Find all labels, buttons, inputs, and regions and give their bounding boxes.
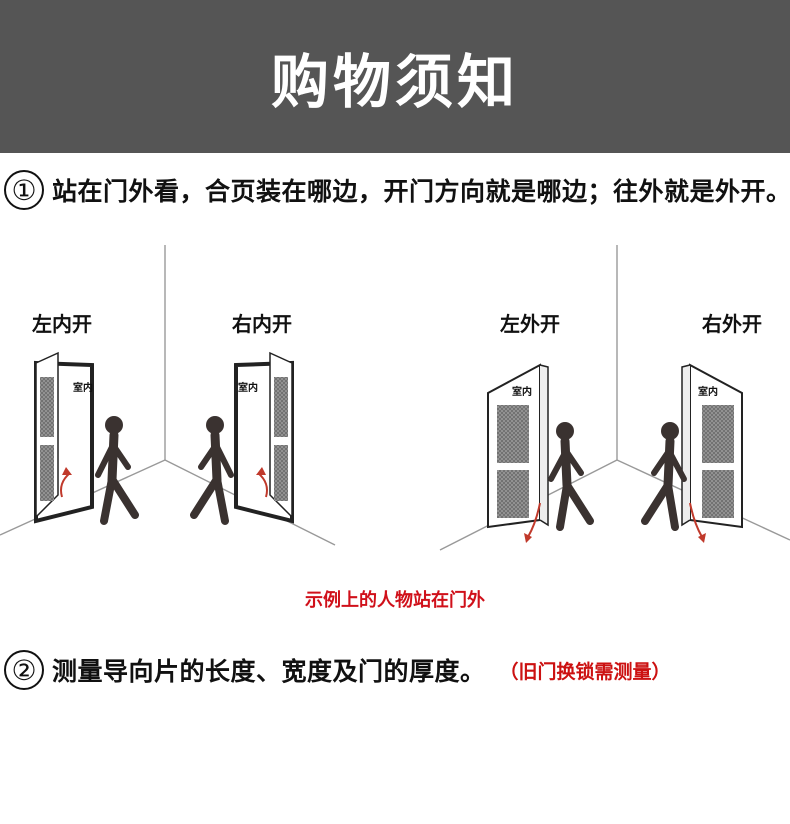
door-label-3: 左外开 [500, 312, 560, 336]
step-1-number: ① [4, 170, 44, 210]
door-left-inward: 室内 [34, 351, 94, 524]
person-3 [548, 422, 594, 531]
step-2-number: ② [4, 650, 44, 690]
room-tag-3: 室内 [512, 385, 532, 398]
step-1: ① 站在门外看，合页装在哪边，开门方向就是哪边；往外就是外开。 [4, 170, 790, 210]
illustration-caption: 示例上的人物站在门外 [305, 590, 485, 611]
header-banner: 购物须知 [0, 0, 790, 153]
step-2: ② 测量导向片的长度、宽度及门的厚度。 （旧门换锁需测量） [4, 650, 671, 690]
door-direction-illustration: 室内 室内 室内 [0, 245, 790, 551]
door-right-inward: 室内 [234, 351, 294, 524]
page-title: 购物须知 [270, 47, 519, 116]
door-label-2: 右内开 [232, 312, 292, 336]
door-left-outward: 室内 [487, 363, 549, 543]
person-2 [190, 416, 234, 525]
step-2-text: 测量导向片的长度、宽度及门的厚度。 [52, 657, 486, 686]
door-label-4: 右外开 [702, 312, 762, 336]
room-tag-2: 室内 [238, 381, 258, 394]
room-tag-4: 室内 [698, 385, 718, 398]
person-1 [95, 416, 139, 525]
door-label-1: 左内开 [32, 312, 92, 336]
door-right-outward: 室内 [681, 363, 743, 543]
person-4 [641, 422, 687, 531]
room-tag-1: 室内 [73, 381, 93, 394]
step-1-text: 站在门外看，合页装在哪边，开门方向就是哪边；往外就是外开。 [52, 177, 790, 206]
step-2-note: （旧门换锁需测量） [499, 660, 671, 683]
